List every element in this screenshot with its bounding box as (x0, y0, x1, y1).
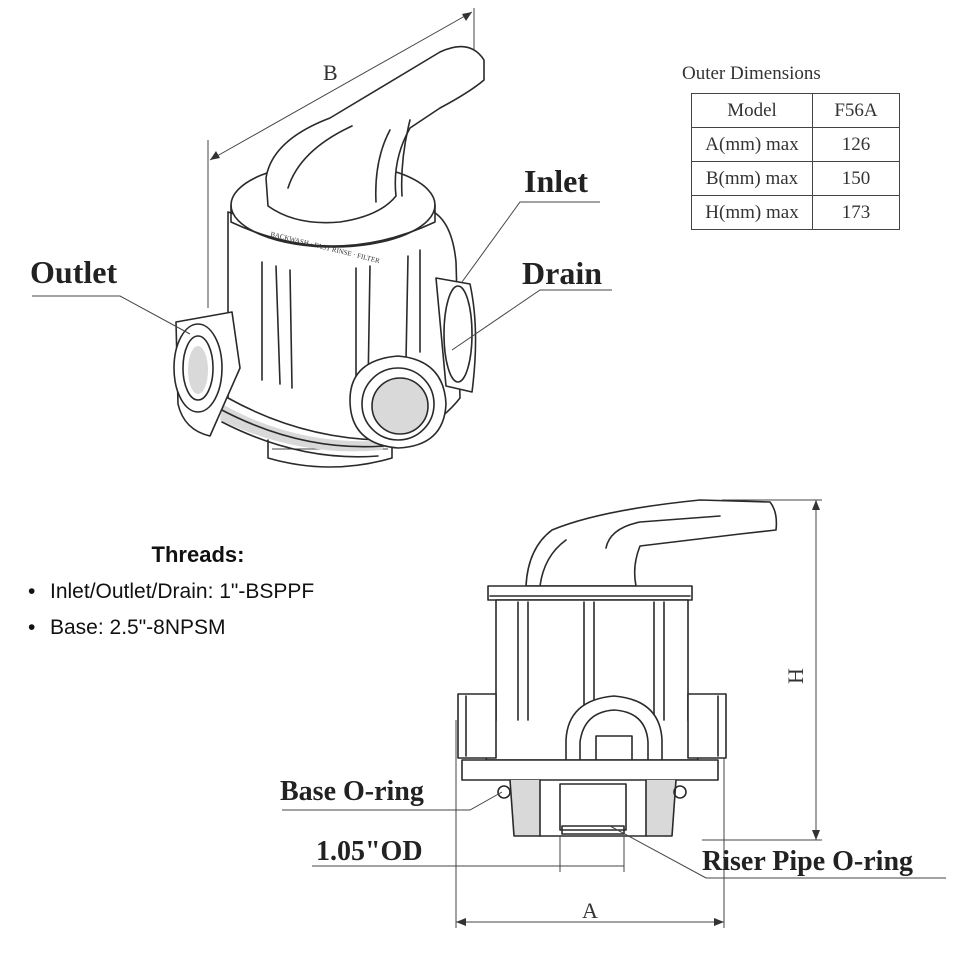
dim-a-label: A (582, 898, 598, 923)
table-header-model: Model (691, 93, 813, 128)
thread-item-text: Base: 2.5"-8NPSM (50, 616, 226, 639)
table-cell: 150 (812, 161, 900, 196)
table-cell: 126 (812, 127, 900, 162)
isometric-valve-view: B BACKWASH · FAST RINSE · FILTER (30, 8, 612, 468)
table-row: A(mm) max 126 (691, 127, 900, 162)
inlet-label: Inlet (524, 163, 588, 199)
table-row: B(mm) max 150 (691, 161, 900, 196)
table-row: Model F56A (691, 93, 900, 128)
dimensions-table: Model F56A A(mm) max 126 B(mm) max 150 H… (691, 93, 900, 230)
list-item: • Inlet/Outlet/Drain: 1"-BSPPF (28, 574, 428, 610)
riser-oring-label: Riser Pipe O-ring (702, 846, 913, 877)
dimensions-table-title: Outer Dimensions (682, 63, 821, 84)
bullet-icon: • (28, 580, 36, 603)
table-header-f56a: F56A (812, 93, 900, 128)
threads-section: Threads: • Inlet/Outlet/Drain: 1"-BSPPF •… (28, 542, 428, 646)
dim-h-label: H (783, 668, 808, 684)
table-cell: 173 (812, 195, 900, 230)
table-cell: B(mm) max (691, 161, 813, 196)
outlet-label: Outlet (30, 254, 117, 290)
list-item: • Base: 2.5"-8NPSM (28, 610, 428, 646)
table-row: H(mm) max 173 (691, 195, 900, 230)
bullet-icon: • (28, 616, 36, 639)
dim-b-label: B (323, 60, 338, 85)
thread-item-text: Inlet/Outlet/Drain: 1"-BSPPF (50, 580, 315, 603)
base-oring-label: Base O-ring (280, 776, 424, 807)
side-valve-view: H A (280, 499, 946, 928)
table-cell: A(mm) max (691, 127, 813, 162)
drain-label: Drain (522, 255, 602, 291)
od-label: 1.05"OD (316, 836, 423, 867)
threads-title: Threads: (151, 542, 245, 567)
table-cell: H(mm) max (691, 195, 813, 230)
